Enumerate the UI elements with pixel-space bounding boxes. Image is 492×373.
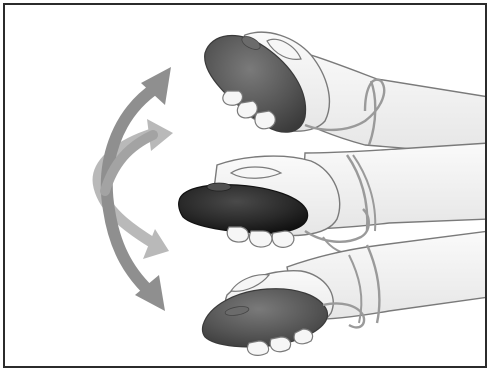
middle-finger-3 xyxy=(272,231,294,247)
top-finger-2 xyxy=(237,101,257,118)
large-arc-arrow-icon xyxy=(107,87,157,295)
middle-finger-2 xyxy=(249,231,271,247)
hand-top-tilted-up xyxy=(205,32,487,155)
top-finger-1 xyxy=(223,91,243,105)
middle-finger-1 xyxy=(227,227,248,242)
bottom-finger-2 xyxy=(270,337,290,352)
hand-bottom-tilted-down xyxy=(202,231,487,355)
bottom-finger-1 xyxy=(247,341,268,355)
illustration-frame xyxy=(3,3,487,368)
rotation-arrows xyxy=(98,67,173,311)
rotation-illustration xyxy=(5,5,487,368)
middle-remote-button-icon xyxy=(207,183,231,191)
top-finger-3 xyxy=(255,111,275,129)
